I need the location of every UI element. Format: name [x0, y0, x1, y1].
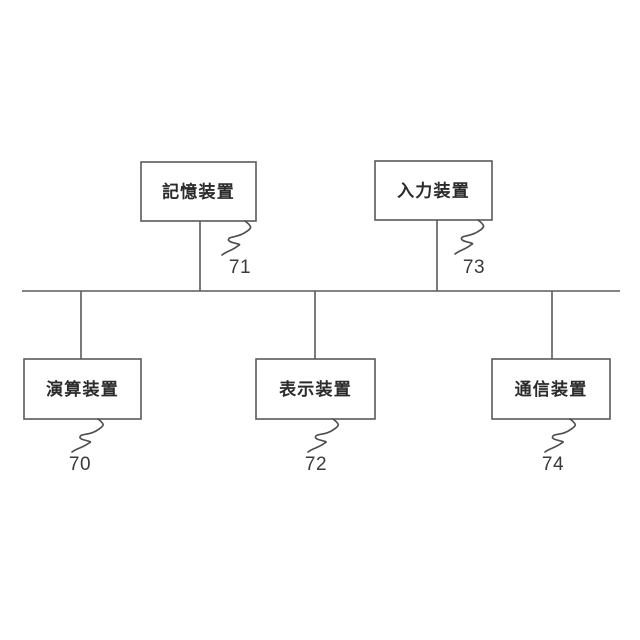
block-label-display-device: 表示装置	[279, 379, 352, 400]
reference-numeral-display-device: 72	[305, 454, 327, 475]
leader-line-arithmetic-unit	[71, 418, 104, 453]
leader-line-communication-device	[544, 418, 577, 453]
block-input-device[interactable]: 入力装置 73	[374, 160, 493, 291]
block-label-arithmetic-unit: 演算装置	[46, 379, 119, 400]
block-label-input-device: 入力装置	[397, 181, 470, 202]
block-label-communication-device: 通信装置	[515, 379, 588, 400]
block-rect-display-device[interactable]	[255, 358, 376, 420]
reference-numeral-input-device: 73	[463, 257, 485, 278]
reference-numeral-storage-device: 71	[229, 257, 251, 278]
leader-line-display-device	[307, 418, 340, 453]
block-storage-device[interactable]: 記憶装置 71	[140, 161, 257, 291]
blocks-layer: 演算装置 70 記憶装置 71 表示装置 72 入力装置 73 通信装置 74	[23, 160, 611, 475]
reference-numeral-arithmetic-unit: 70	[69, 454, 91, 475]
block-display-device[interactable]: 表示装置 72	[255, 291, 376, 475]
block-rect-input-device[interactable]	[374, 160, 493, 221]
block-arithmetic-unit[interactable]: 演算装置 70	[23, 291, 142, 475]
block-rect-arithmetic-unit[interactable]	[23, 358, 142, 420]
leader-line-storage-device	[221, 220, 252, 256]
block-rect-storage-device[interactable]	[140, 161, 257, 222]
reference-numeral-communication-device: 74	[542, 454, 564, 475]
block-label-storage-device: 記憶装置	[162, 182, 235, 203]
block-communication-device[interactable]: 通信装置 74	[491, 291, 611, 475]
leader-line-input-device	[454, 219, 485, 255]
block-rect-communication-device[interactable]	[491, 358, 611, 420]
